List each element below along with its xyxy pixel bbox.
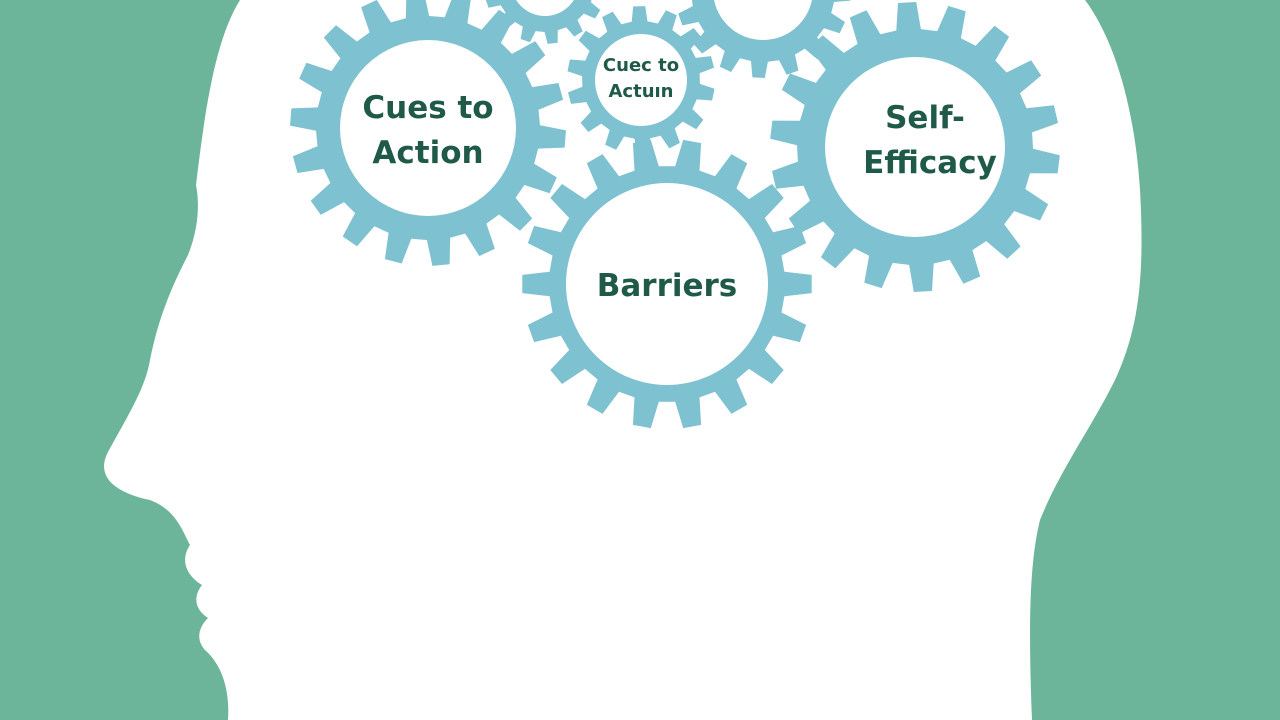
gear-top-left-partial-teeth (485, 0, 601, 44)
gear-barriers-center (566, 183, 768, 385)
gear-top-left-partial (485, 0, 601, 44)
gear-top-right-partial-center (714, 0, 812, 40)
gear-self-efficacy-label-line1: Self- (885, 100, 965, 136)
gear-top-left-partial-center (516, 0, 574, 16)
gear-cues-small-center (595, 34, 687, 126)
gear-cues-large (290, 0, 566, 266)
gear-cues-small-label-line2: Actuın (608, 81, 673, 102)
gear-self-efficacy-center (825, 57, 1005, 237)
gear-cues-large-label-line1: Cues to (362, 90, 493, 126)
gear-cues-small-label-line1: Cuec to (603, 55, 679, 76)
gear-cues-large-label-line2: Action (372, 135, 483, 171)
gear-barriers-label: Barriers (597, 268, 738, 304)
gear-self-efficacy (770, 2, 1060, 292)
gear-top-right-partial (678, 0, 851, 78)
gear-barriers (522, 139, 812, 429)
gear-cues-large-center (340, 40, 516, 216)
gear-self-efficacy-label-line2: Efficacy (863, 145, 997, 181)
gear-cues-small (567, 6, 715, 154)
gears-layer (290, 0, 1060, 429)
